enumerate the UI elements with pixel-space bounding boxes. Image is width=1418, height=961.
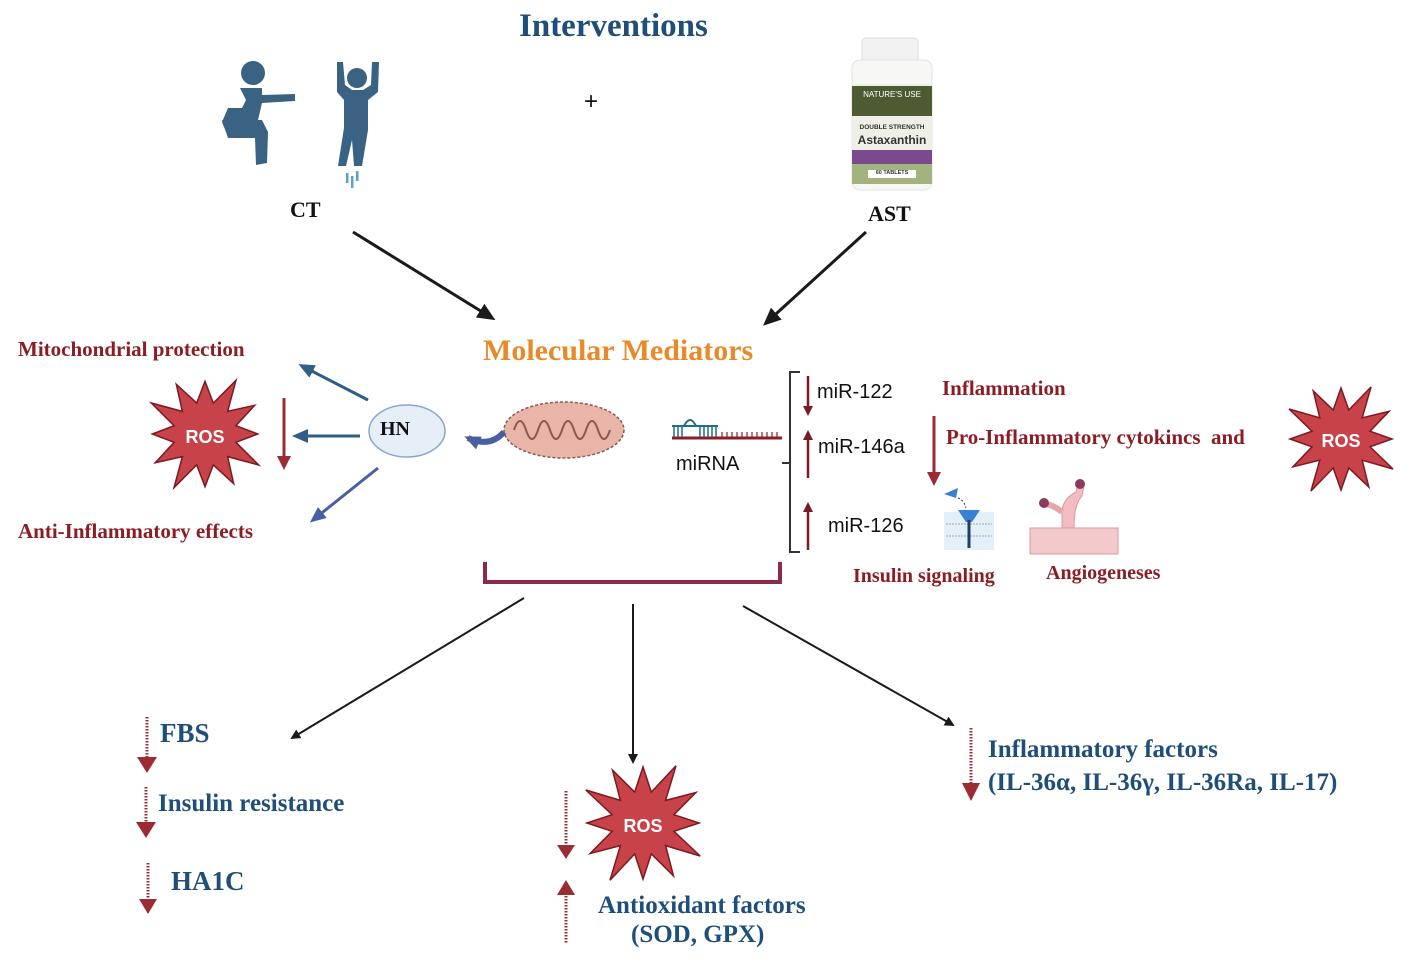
insulin-signaling-label: Insulin signaling bbox=[853, 565, 995, 587]
mirna-bracket bbox=[782, 371, 800, 553]
ros-left-label: ROS bbox=[185, 427, 224, 447]
bottle-count: 60 TABLETS bbox=[875, 170, 909, 176]
to-inflammatory-arrow bbox=[742, 605, 955, 726]
mirna-label: miRNA bbox=[676, 453, 740, 475]
to-glycemic-arrow bbox=[290, 597, 525, 740]
ast-label: AST bbox=[868, 201, 911, 226]
angiogenesis-label: Angiogeneses bbox=[1046, 562, 1161, 584]
insulin-resistance-down-arrow bbox=[136, 787, 156, 838]
antioxidant-up-arrow bbox=[557, 880, 575, 943]
inflammation-label: Inflammation bbox=[942, 376, 1066, 400]
plus-sign: + bbox=[584, 88, 599, 115]
mir122-label: miR-122 bbox=[817, 381, 893, 403]
fbs-label: FBS bbox=[160, 718, 210, 748]
bottle-name: Astaxanthin bbox=[857, 133, 927, 147]
mitochondrial-protection-label: Mitochondrial protection bbox=[18, 337, 245, 361]
pro-inflammatory-label: Pro-Inflammatory cytokincs and bbox=[946, 425, 1245, 449]
ros-star-left: ROS bbox=[148, 377, 262, 491]
inflammatory-factors-list: (IL-36α, IL-36γ, IL-36Ra, IL-17) bbox=[988, 769, 1338, 796]
hn-to-antiinflam-arrow bbox=[309, 466, 379, 523]
ha1c-down-arrow bbox=[139, 863, 157, 914]
antioxidant-sub-label: (SOD, GPX) bbox=[631, 921, 765, 948]
supplement-bottle-icon bbox=[851, 37, 933, 191]
mediators-bracket bbox=[483, 562, 782, 584]
mir126-label: miR-126 bbox=[828, 515, 904, 537]
insulin-receptor-icon bbox=[944, 488, 994, 550]
antioxidant-label: Antioxidant factors bbox=[598, 892, 806, 919]
angiogenesis-icon bbox=[1029, 479, 1119, 555]
bottle-brand: NATURE'S USE bbox=[863, 90, 921, 99]
ros-right-label: ROS bbox=[1321, 431, 1360, 451]
mitochondrion-icon bbox=[503, 401, 625, 459]
jumping-figure-icon bbox=[337, 62, 379, 188]
squat-figure-icon bbox=[222, 61, 295, 165]
bottle-line1: DOUBLE STRENGTH bbox=[859, 124, 925, 131]
ros-starburst-icon bbox=[148, 377, 262, 491]
mirna-icon bbox=[672, 419, 782, 440]
mediators-title: Molecular Mediators bbox=[483, 334, 754, 367]
page-title: Interventions bbox=[519, 8, 708, 44]
ct-label: CT bbox=[290, 197, 321, 222]
insulin-resistance-label: Insulin resistance bbox=[158, 790, 345, 817]
ros-bottom-label: ROS bbox=[623, 816, 662, 836]
mir146a-label: miR-146a bbox=[818, 436, 905, 458]
inflammatory-factors-label: Inflammatory factors bbox=[988, 736, 1218, 763]
hn-to-mito-arrow bbox=[298, 364, 369, 402]
ros-starburst-icon bbox=[584, 764, 702, 882]
ros-bottom-down-arrow bbox=[557, 791, 575, 859]
hn-ellipse bbox=[368, 404, 446, 458]
inflammatory-factors-down-arrow bbox=[962, 728, 980, 801]
mito-to-hn-arrow bbox=[464, 429, 507, 450]
ast-to-mediators-arrow bbox=[763, 230, 868, 326]
anti-inflammatory-label: Anti-Inflammatory effects bbox=[18, 519, 254, 543]
ct-to-mediators-arrow bbox=[352, 230, 496, 321]
ros-star-bottom: ROS bbox=[584, 764, 702, 882]
ros-starburst-icon bbox=[1287, 385, 1395, 493]
fbs-down-arrow bbox=[137, 717, 157, 773]
ros-star-right: ROS bbox=[1287, 385, 1395, 493]
hn-label: HN bbox=[380, 418, 410, 440]
ha1c-label: HA1C bbox=[171, 866, 245, 896]
